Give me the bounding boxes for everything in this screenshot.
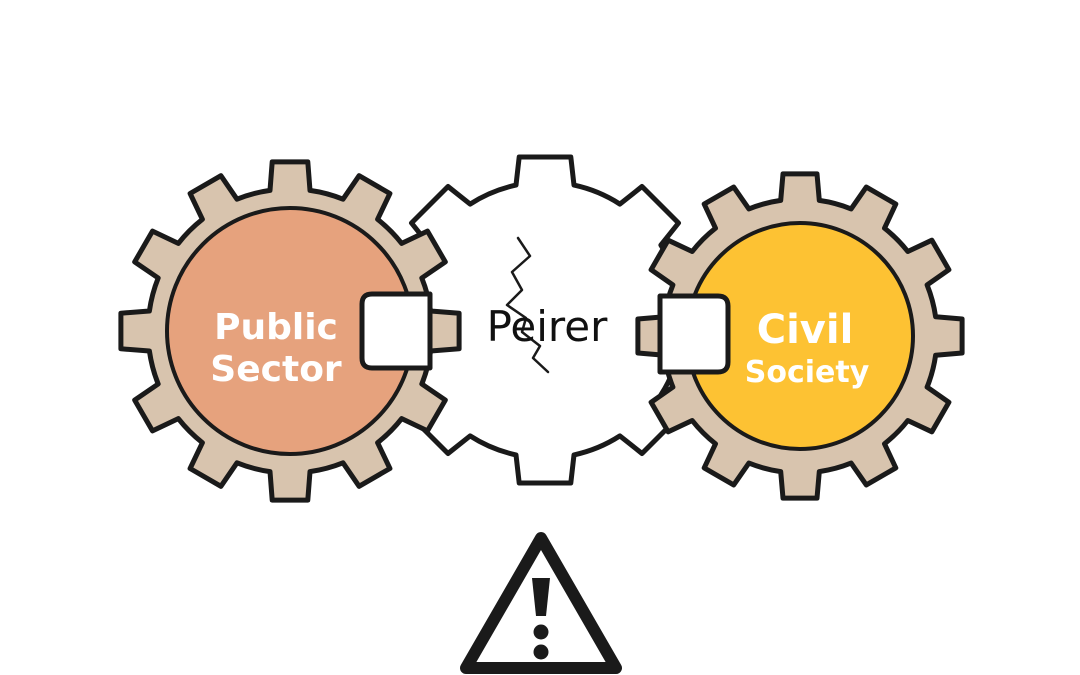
right-gear-label-line1: Civil: [757, 307, 854, 353]
crack-line: [505, 236, 550, 374]
left-gear: Public Sector: [118, 159, 462, 503]
center-gear: Peirer: [379, 154, 711, 486]
right-gear-label-line2: Society: [745, 355, 870, 390]
right-gear-notch: [657, 293, 731, 375]
left-gear-notch: [359, 291, 433, 371]
center-gear-label: Peirer: [487, 302, 609, 351]
right-gear: Civil Society: [635, 171, 965, 501]
left-gear-label-line2: Sector: [210, 349, 342, 390]
left-gear-label-line1: Public: [214, 307, 338, 348]
warning-triangle-icon: [460, 532, 622, 674]
